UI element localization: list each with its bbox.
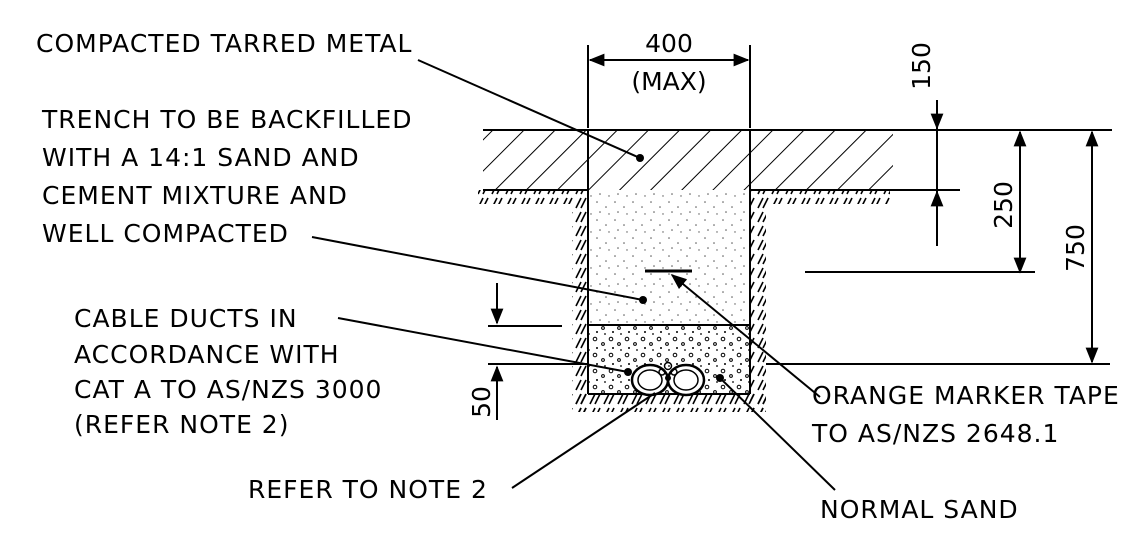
label-tarred-metal: COMPACTED TARRED METAL (36, 29, 412, 58)
label-trench-2: WITH A 14:1 SAND AND (42, 143, 360, 172)
label-normal-sand: NORMAL SAND (820, 495, 1019, 524)
trench-walls (572, 130, 766, 412)
label-trench-4: WELL COMPACTED (42, 219, 289, 248)
dimension-bedding: 50 (467, 283, 588, 420)
backfill (588, 191, 750, 326)
width-value: 400 (645, 29, 693, 58)
label-ducts-2: ACCORDANCE WITH (74, 340, 340, 369)
width-note: (MAX) (631, 67, 706, 96)
dimension-top-value: 150 (907, 42, 936, 90)
label-trench-3: CEMENT MIXTURE AND (42, 181, 348, 210)
ground-surface (478, 190, 890, 204)
annotations: COMPACTED TARRED METAL TRENCH TO BE BACK… (36, 29, 1120, 524)
dimension-depth: 750 (766, 130, 1110, 365)
label-trench-1: TRENCH TO BE BACKFILLED (41, 105, 412, 134)
label-marker-2: TO AS/NZS 2648.1 (811, 419, 1059, 448)
label-ducts-3: CAT A TO AS/NZS 3000 (74, 375, 382, 404)
dimension-surface-value: 250 (989, 181, 1018, 229)
tarred-metal-layer (483, 129, 1112, 191)
leader-lines (311, 59, 836, 491)
cable-ducts (630, 361, 706, 397)
label-marker-1: ORANGE MARKER TAPE (812, 381, 1120, 410)
dimension-surface: 150 250 (805, 42, 1035, 274)
dimension-width: 400 (MAX) (587, 29, 751, 128)
label-refer-note: REFER TO NOTE 2 (248, 475, 488, 504)
label-ducts-1: CABLE DUCTS IN (74, 304, 298, 333)
label-ducts-4: (REFER NOTE 2) (74, 410, 289, 439)
dimension-bedding-value: 50 (467, 386, 496, 418)
dimension-depth-value: 750 (1061, 224, 1090, 272)
